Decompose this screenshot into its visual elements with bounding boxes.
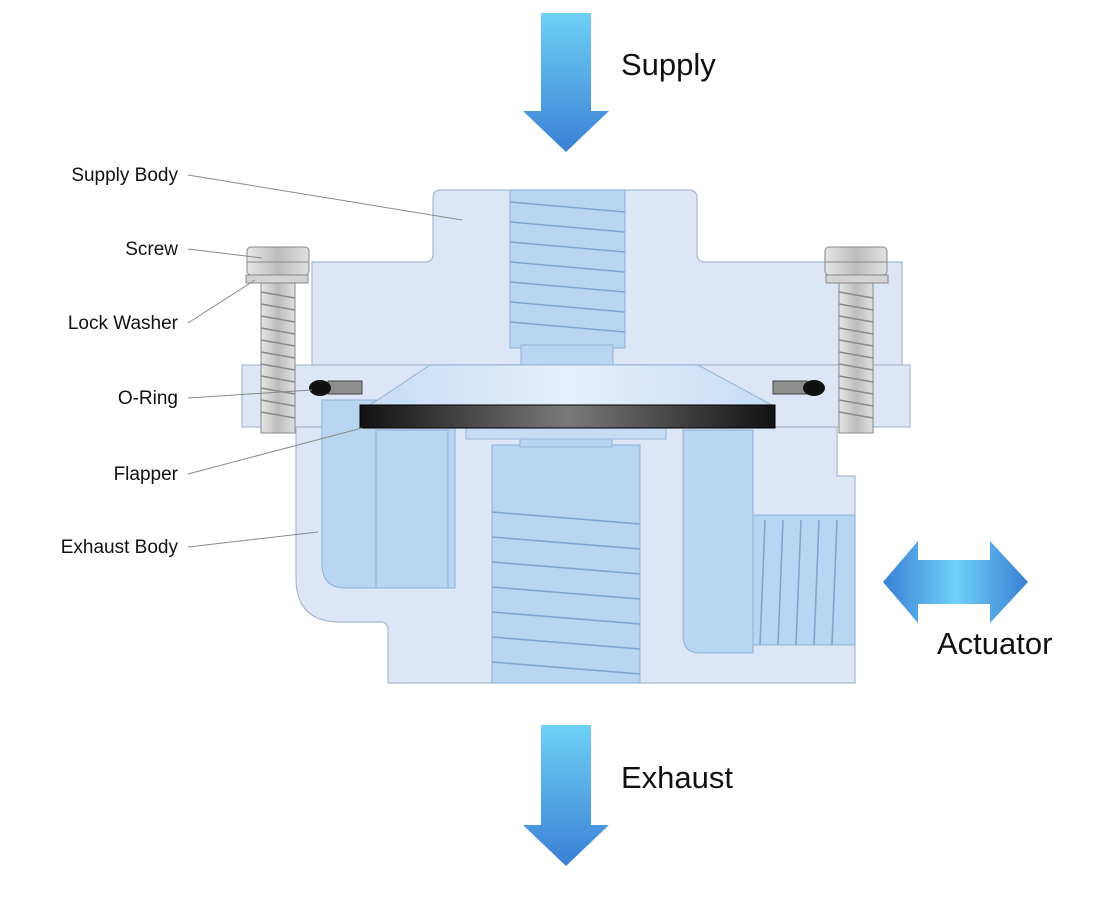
leader-lines: [187, 174, 463, 548]
o-ring-left: [309, 380, 363, 396]
actuator-label: Actuator: [937, 626, 1052, 661]
actuator-arrow: [883, 541, 1028, 623]
flapper-label: Flapper: [114, 464, 179, 485]
actuator-threads: [759, 519, 838, 646]
exhaust-arrow: [523, 725, 609, 866]
supply-threads: [509, 201, 626, 333]
screw-right: [824, 246, 889, 434]
lock-washer-label: Lock Washer: [68, 313, 179, 334]
exhaust-body: [295, 399, 856, 684]
supply-label: Supply: [621, 47, 716, 82]
supply-body: [311, 189, 903, 370]
exhaust-body-label: Exhaust Body: [61, 537, 179, 558]
flapper: [359, 404, 776, 429]
supply-body-label: Supply Body: [71, 165, 178, 186]
exhaust-threads: [491, 511, 641, 675]
supply-arrow: [523, 13, 609, 152]
o-ring-label: O-Ring: [118, 388, 178, 409]
flapper-seat: [368, 364, 773, 440]
screw-label: Screw: [125, 239, 178, 260]
o-ring-right: [772, 380, 825, 396]
exhaust-label: Exhaust: [621, 760, 733, 795]
screw-left: [245, 246, 310, 434]
